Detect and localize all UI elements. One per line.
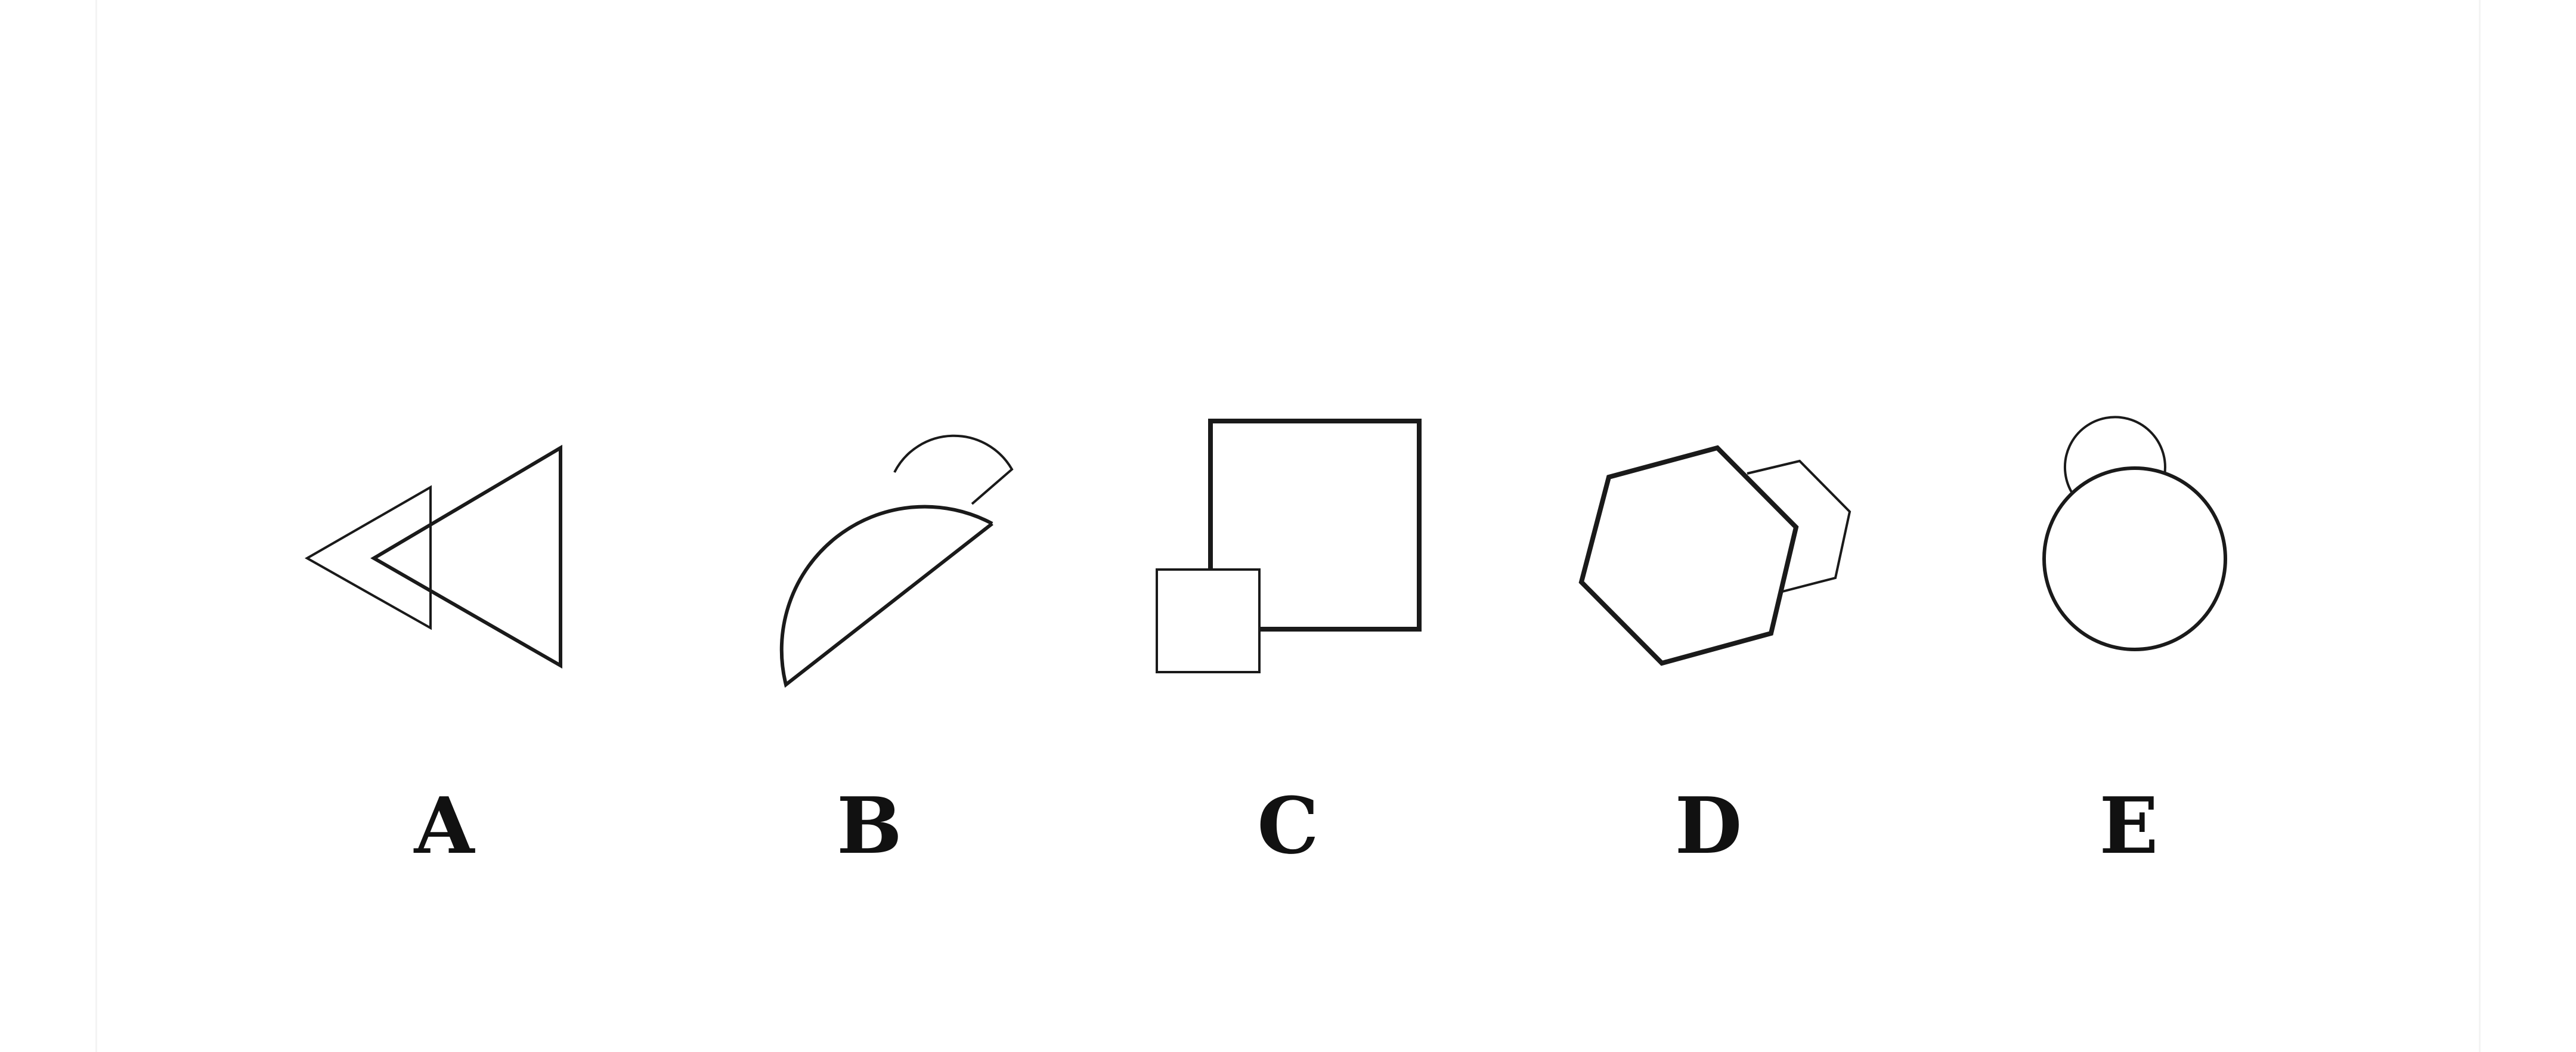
option-a-label: A — [414, 780, 475, 871]
large-square-shape — [1208, 419, 1422, 632]
option-b-label: B — [837, 780, 902, 871]
semicircle-shape — [779, 505, 993, 688]
option-d-label: D — [1674, 780, 1742, 871]
small-square-shape — [1156, 568, 1261, 673]
option-b-figure — [779, 434, 1014, 688]
option-a-figure — [304, 444, 562, 669]
option-e-figure — [2042, 416, 2227, 651]
option-d-figure — [1578, 445, 1852, 666]
figure-panel — [95, 0, 2481, 1052]
small-triangle-shape — [304, 485, 432, 630]
option-c-label: C — [1257, 780, 1319, 871]
large-triangle-shape — [370, 444, 562, 669]
small-circle-shape — [2063, 416, 2166, 493]
large-hexagon-shape — [1578, 445, 1799, 666]
small-hexagon-shape — [1747, 459, 1852, 593]
small-arc-shape — [893, 434, 1014, 505]
option-c-figure — [1156, 419, 1422, 673]
large-circle-shape — [2042, 466, 2227, 651]
option-e-label: E — [2099, 780, 2159, 871]
